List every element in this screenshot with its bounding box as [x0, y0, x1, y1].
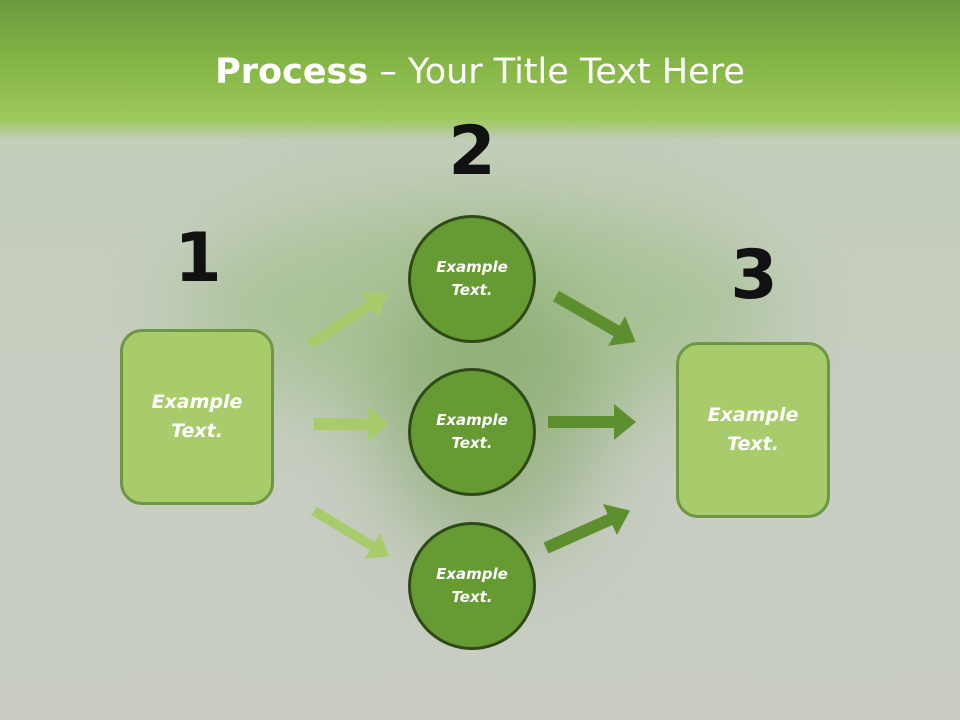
circle-top: Example Text.: [408, 215, 536, 343]
circle-middle: Example Text.: [408, 368, 536, 496]
step-box-3-line2: Text.: [727, 433, 779, 455]
title-rest: – Your Title Text Here: [368, 52, 745, 92]
step-number-1: 1: [174, 219, 222, 298]
step-box-1: Example Text.: [120, 329, 274, 505]
arrow-down-right-left: [311, 506, 390, 559]
circle-bottom: Example Text.: [408, 522, 536, 650]
circle-top-line1: Example: [436, 258, 508, 276]
page-title: Process – Your Title Text Here: [0, 52, 960, 92]
step-box-1-line1: Example: [151, 391, 243, 413]
step-box-1-line2: Text.: [171, 420, 223, 442]
circle-middle-line2: Text.: [451, 434, 493, 452]
step-number-3: 3: [730, 236, 778, 315]
circle-bottom-line1: Example: [436, 565, 508, 583]
arrows-left: [307, 292, 390, 559]
circle-top-line2: Text.: [451, 281, 493, 299]
circle-middle-text: Example Text.: [436, 409, 508, 455]
circle-middle-line1: Example: [436, 411, 508, 429]
arrow-right-right: [548, 404, 636, 440]
arrow-up-right-left: [307, 292, 388, 349]
arrow-right-left: [314, 406, 388, 442]
step-box-3: Example Text.: [676, 342, 830, 518]
step-box-3-line1: Example: [707, 404, 799, 426]
step-number-2: 2: [448, 112, 496, 191]
title-bar: [0, 0, 960, 140]
arrow-down-right-right: [553, 290, 636, 346]
step-box-3-text: Example Text.: [708, 401, 799, 459]
circle-bottom-text: Example Text.: [436, 563, 508, 609]
circle-bottom-line2: Text.: [451, 588, 493, 606]
circle-top-text: Example Text.: [436, 256, 508, 302]
arrows-right: [543, 290, 636, 554]
title-bold: Process: [215, 52, 369, 92]
arrow-up-right-right: [543, 503, 631, 554]
step-box-1-text: Example Text.: [152, 388, 243, 446]
